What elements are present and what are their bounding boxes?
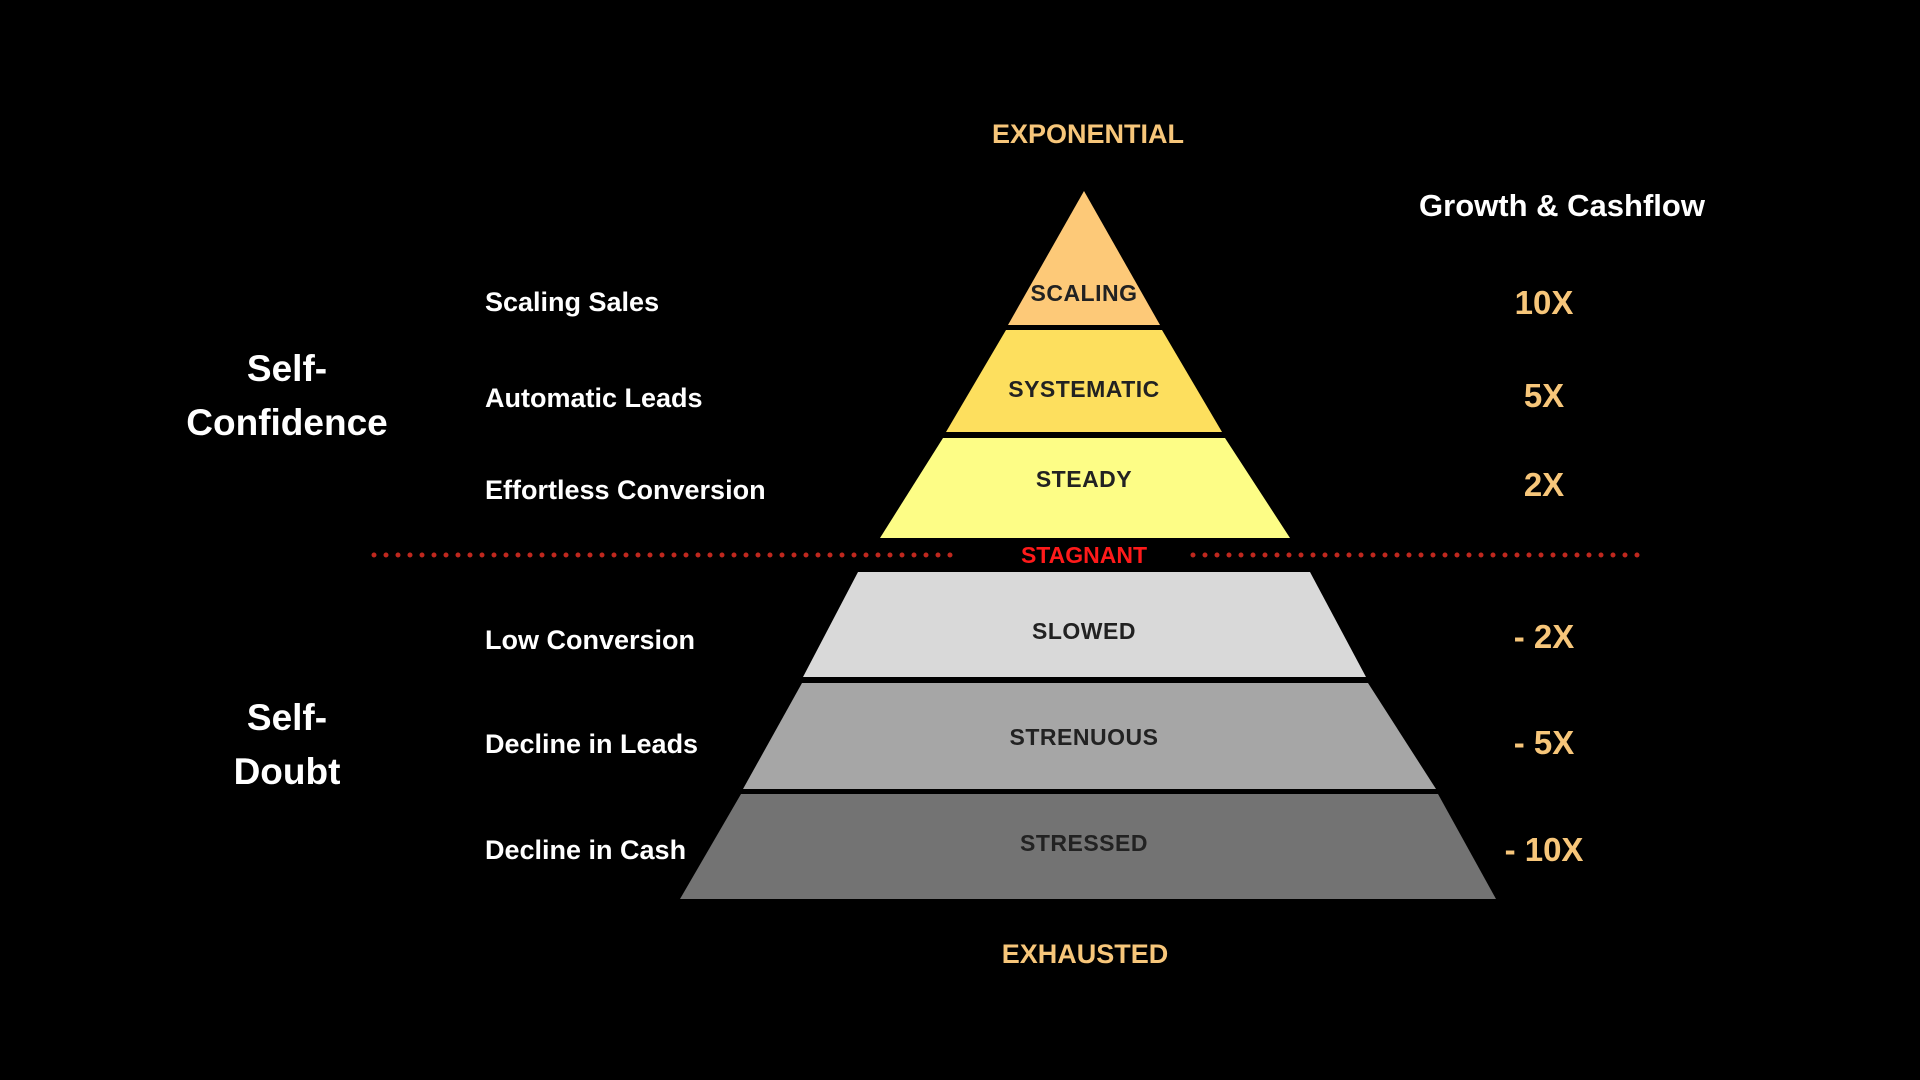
tier-strenuous — [743, 683, 1436, 789]
bottom-caption: EXHAUSTED — [1001, 939, 1169, 969]
left-label-automatic-leads: Automatic Leads — [485, 383, 703, 413]
tier-label-slowed: SLOWED — [1032, 618, 1136, 644]
tier-steady — [880, 438, 1290, 538]
multiplier-5x: 5X — [1523, 377, 1565, 414]
tier-label-stressed: STRESSED — [1020, 830, 1148, 856]
left-label-decline-in-leads: Decline in Leads — [485, 729, 699, 759]
left-label-scaling-sales: Scaling Sales — [485, 287, 660, 317]
left-label-low-conversion: Low Conversion — [485, 625, 696, 655]
multiplier-minus-2x: - 2X — [1513, 618, 1575, 655]
group-label-self-confidence: Self- Confidence — [186, 348, 388, 443]
left-label-decline-in-cash: Decline in Cash — [485, 835, 687, 865]
tier-label-scaling: SCALING — [1031, 280, 1138, 306]
tier-stressed — [680, 794, 1496, 899]
group-label-self-doubt: Self- Doubt — [233, 697, 341, 792]
tier-scaling — [1008, 191, 1160, 325]
tier-label-strenuous: STRENUOUS — [1010, 724, 1159, 750]
multiplier-minus-10x: - 10X — [1504, 831, 1584, 868]
stagnant-label: STAGNANT — [1021, 542, 1147, 568]
left-label-effortless-conversion: Effortless Conversion — [485, 475, 766, 505]
tier-slowed — [803, 572, 1366, 677]
top-caption: EXPONENTIAL — [991, 119, 1185, 149]
tier-label-systematic: SYSTEMATIC — [1008, 376, 1160, 402]
tier-systematic — [946, 330, 1222, 432]
multiplier-10x: 10X — [1514, 284, 1574, 321]
right-column-title: Growth & Cashflow — [1419, 188, 1705, 223]
multiplier-2x: 2X — [1523, 466, 1565, 503]
multiplier-minus-5x: - 5X — [1513, 724, 1575, 761]
tier-label-steady: STEADY — [1036, 466, 1132, 492]
